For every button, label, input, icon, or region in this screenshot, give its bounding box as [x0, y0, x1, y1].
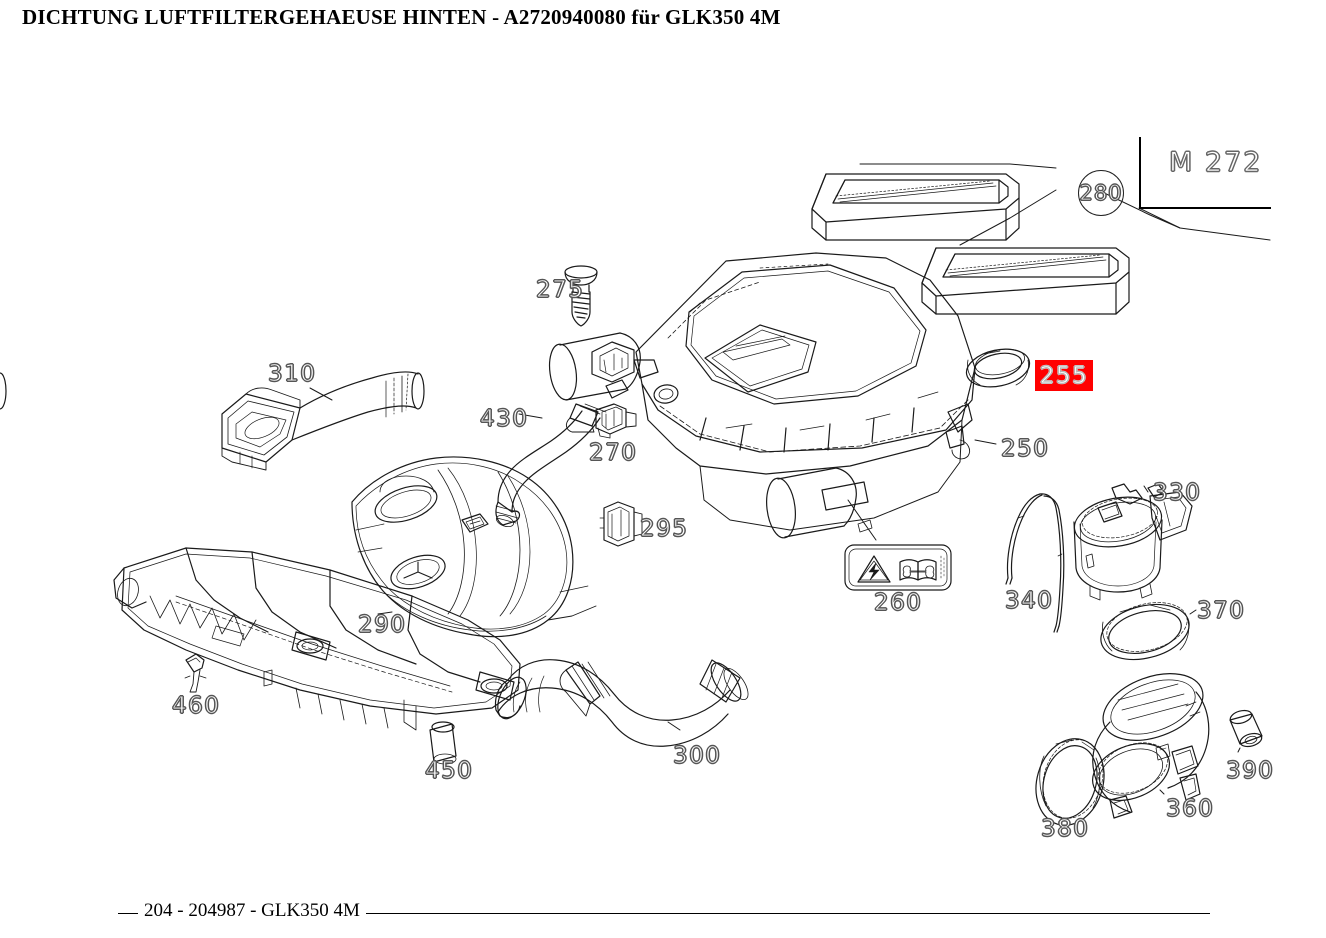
callout-260: 260 — [873, 590, 923, 616]
footer-divider — [118, 913, 1210, 914]
part-450-air-inlet-duct — [113, 547, 521, 765]
callout-circle-280: 280 — [1078, 170, 1124, 216]
callout-300: 300 — [672, 743, 722, 769]
engine-code-label: M 272 — [1168, 147, 1263, 179]
engine-frame-horizontal-line — [1139, 207, 1271, 209]
part-275-rivet — [564, 265, 598, 327]
part-270-clip — [595, 403, 637, 439]
part-310-intake-duct — [0, 371, 425, 471]
part-330-resonator — [1073, 483, 1193, 601]
callout-250: 250 — [1000, 436, 1050, 462]
part-380-seal-ring — [1035, 738, 1105, 826]
part-255-gasket — [965, 348, 1031, 388]
callout-370: 370 — [1196, 598, 1246, 624]
part-295-bracket-clip — [599, 501, 643, 547]
callout-460: 460 — [171, 693, 221, 719]
part-260-warning-label — [844, 544, 952, 591]
highlighted-part-number-255[interactable]: 255 — [1035, 360, 1093, 391]
part-430-hose — [495, 403, 607, 528]
callout-290: 290 — [357, 612, 407, 638]
part-250-air-filter-housing — [548, 252, 997, 541]
callout-310: 310 — [267, 361, 317, 387]
part-300-charge-air-hose — [494, 659, 749, 747]
page-title: DICHTUNG LUFTFILTERGEHAEUSE HINTEN - A27… — [22, 5, 781, 29]
callout-circle-280-label: 280 — [1079, 181, 1123, 206]
callout-360: 360 — [1165, 796, 1215, 822]
part-460-clip — [184, 653, 207, 693]
callout-270: 270 — [588, 440, 638, 466]
part-290-engine-cover — [351, 456, 597, 638]
part-370-seal-ring — [1100, 602, 1197, 661]
callout-450: 450 — [424, 758, 474, 784]
callout-330: 330 — [1152, 480, 1202, 506]
part-360-duct-elbow — [1092, 673, 1210, 819]
part-280-air-filter-elements — [811, 163, 1181, 315]
engine-frame-vertical-line — [1139, 137, 1141, 209]
callout-390: 390 — [1225, 758, 1275, 784]
footer-caption: 204 - 204987 - GLK350 4M — [138, 900, 366, 922]
callout-275: 275 — [535, 277, 585, 303]
part-390-sleeve — [1229, 709, 1263, 753]
callout-295: 295 — [639, 516, 689, 542]
highlight-label: 255 — [1039, 362, 1089, 389]
callout-340: 340 — [1004, 588, 1054, 614]
callout-380: 380 — [1040, 816, 1090, 842]
callout-430: 430 — [479, 406, 529, 432]
part-340-wire-clip — [1005, 493, 1065, 633]
